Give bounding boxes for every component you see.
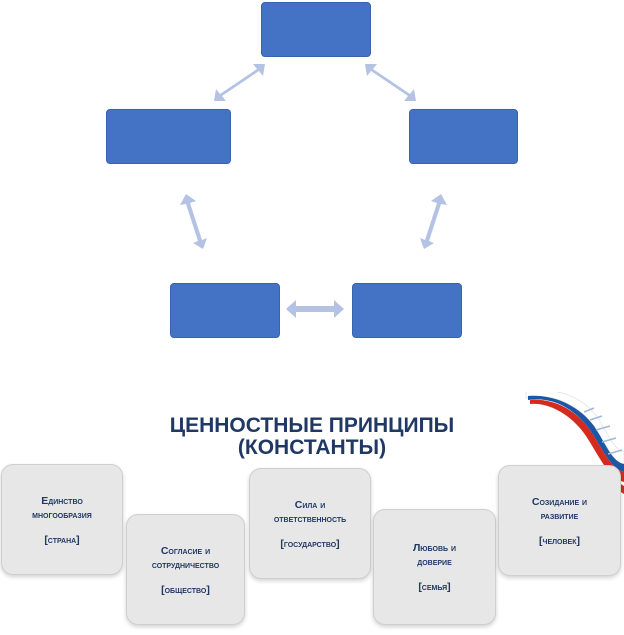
card-tag: [общество] xyxy=(161,583,210,596)
card-tag: [человек] xyxy=(539,534,580,547)
card-name-line-1: Единство xyxy=(41,494,83,507)
value-card-love: Любовь и доверие [семья] xyxy=(373,509,496,625)
arrow-top-left xyxy=(214,64,265,101)
arrow-bottom xyxy=(286,300,344,318)
card-name-line-2: сотрудничество xyxy=(151,558,220,571)
diagram-node-bottom-left xyxy=(170,283,280,338)
cycle-diagram xyxy=(106,2,518,338)
card-name-line-2: многообразия xyxy=(32,508,92,521)
value-card-unity: Единство многообразия [страна] xyxy=(1,464,123,575)
diagram-arrows xyxy=(180,64,447,318)
diagram-node-bottom-right xyxy=(352,283,462,338)
arrow-top-right xyxy=(365,64,416,101)
title-line-1: ЦЕННОСТНЫЕ ПРИНЦИПЫ xyxy=(169,414,455,437)
value-card-creation: Созидание и развитие [человек] xyxy=(498,465,621,576)
value-card-strength: Сила и ответственность [государство] xyxy=(249,468,371,579)
card-tag: [государство] xyxy=(280,537,340,550)
value-card-accord: Согласие и сотрудничество [общество] xyxy=(126,514,245,625)
card-name-line-2: развитие xyxy=(540,509,579,522)
card-name-line-1: Любовь и xyxy=(412,542,457,554)
card-name-line-2: ответственность xyxy=(273,512,347,525)
card-tag: [семья] xyxy=(418,581,451,593)
diagram-node-left xyxy=(106,109,231,164)
title-line-2: (КОНСТАНТЫ) xyxy=(237,436,387,459)
card-name-line-1: Согласие и xyxy=(160,544,211,557)
diagram-node-top xyxy=(261,2,371,57)
card-name-line-2: доверие xyxy=(417,556,452,568)
arrow-right-bottomright xyxy=(420,194,447,249)
card-name-line-1: Сила и xyxy=(294,498,326,511)
card-tag: [страна] xyxy=(44,533,80,546)
diagram-node-right xyxy=(409,109,518,164)
card-name-line-1: Созидание и xyxy=(531,495,588,508)
arrow-left-bottomleft xyxy=(180,194,207,249)
